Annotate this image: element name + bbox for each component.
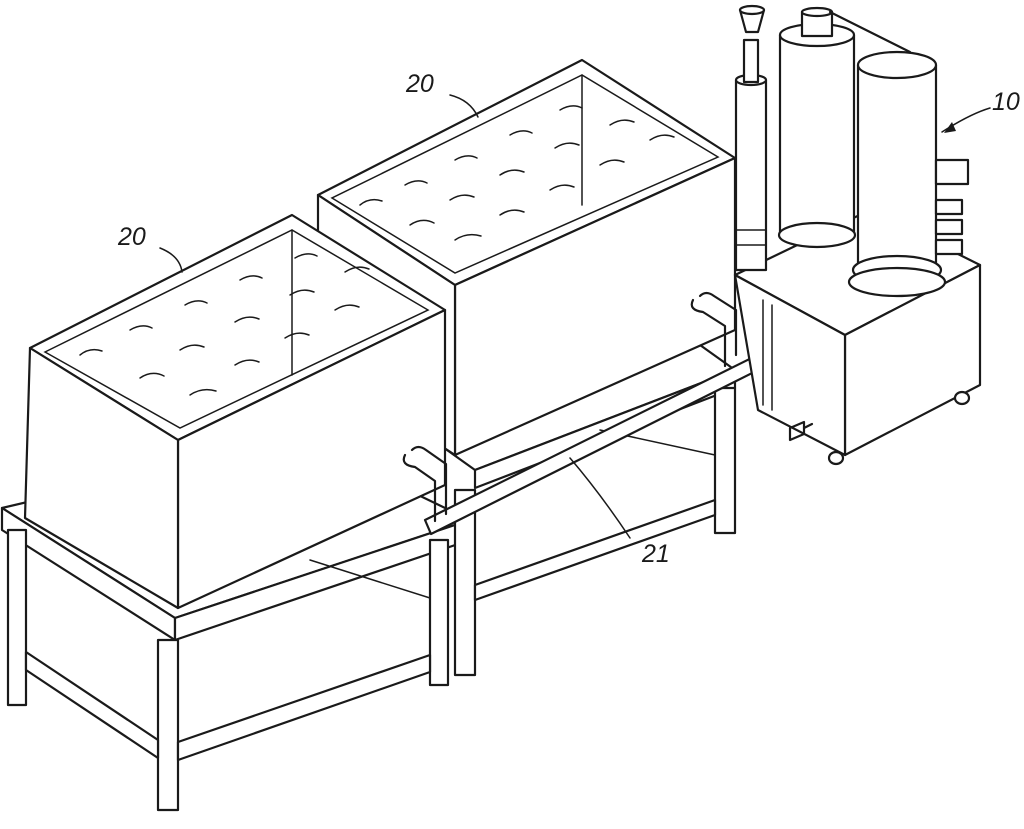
water-ripples-left [79, 253, 370, 396]
tank-left [23, 213, 447, 610]
leader-lines [159, 94, 991, 539]
ref-label-tank-left: 20 [117, 223, 146, 251]
water-ripples-right [359, 105, 675, 241]
ref-label-pipe: 21 [641, 540, 670, 568]
ref-label-unit: 10 [992, 88, 1020, 116]
unit-10 [733, 4, 982, 466]
ref-label-tank-right: 20 [405, 70, 434, 98]
